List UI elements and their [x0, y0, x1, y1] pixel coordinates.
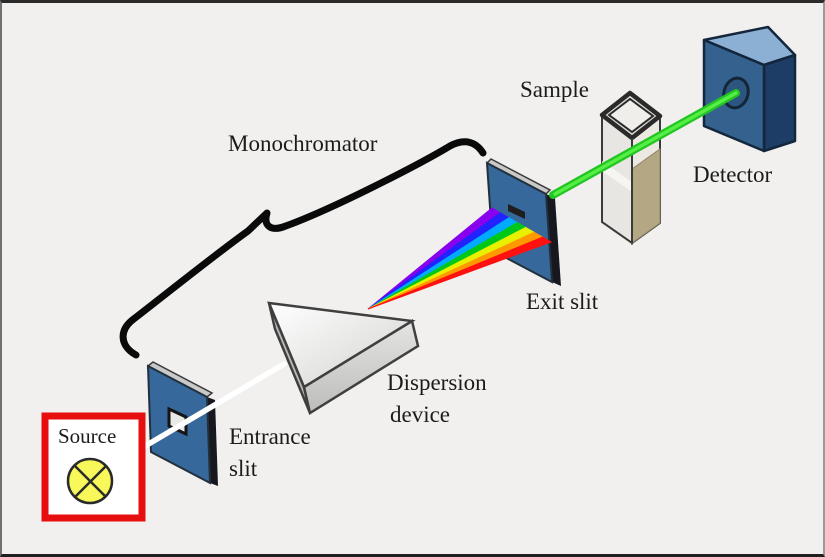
monochromator-label: Monochromator	[228, 131, 378, 156]
rainbow-band-red	[367, 236, 553, 310]
exit-slit-side-edge	[546, 194, 561, 286]
lamp-icon	[66, 457, 114, 505]
entrance-slit-label-line1: Entrance	[229, 424, 311, 449]
dispersion-device-label-line1: Dispersion	[387, 370, 487, 395]
green-beam	[549, 89, 740, 199]
cuvette-rim-inner	[607, 97, 655, 134]
rainbow-band-yellow	[367, 226, 536, 310]
detector-side-face	[762, 53, 797, 153]
green-beam-core	[553, 91, 738, 196]
detector-label: Detector	[693, 162, 773, 187]
source-box: Source	[41, 412, 146, 522]
rainbow-beam	[367, 207, 553, 310]
lamp-cross-2	[74, 465, 107, 498]
rainbow-band-cyan	[367, 217, 519, 310]
sample-cuvette	[599, 90, 663, 245]
detector-box	[702, 25, 797, 153]
source-label: Source	[58, 424, 116, 448]
sample-label: Sample	[520, 77, 589, 102]
monochromator-brace	[119, 138, 487, 359]
dispersion-device-label-line2: device	[390, 402, 450, 427]
exit-slit-hole	[508, 204, 525, 219]
diagram-canvas: Source Monochromator Entrance slit Dispe…	[41, 25, 797, 522]
exit-slit-label: Exit slit	[526, 289, 599, 314]
rainbow-band-green	[367, 222, 527, 310]
prism-top-face	[267, 301, 416, 389]
entrance-slit-label-line2: slit	[229, 456, 258, 481]
dispersion-prism	[267, 301, 420, 415]
cuvette-liquid-level	[602, 161, 632, 192]
